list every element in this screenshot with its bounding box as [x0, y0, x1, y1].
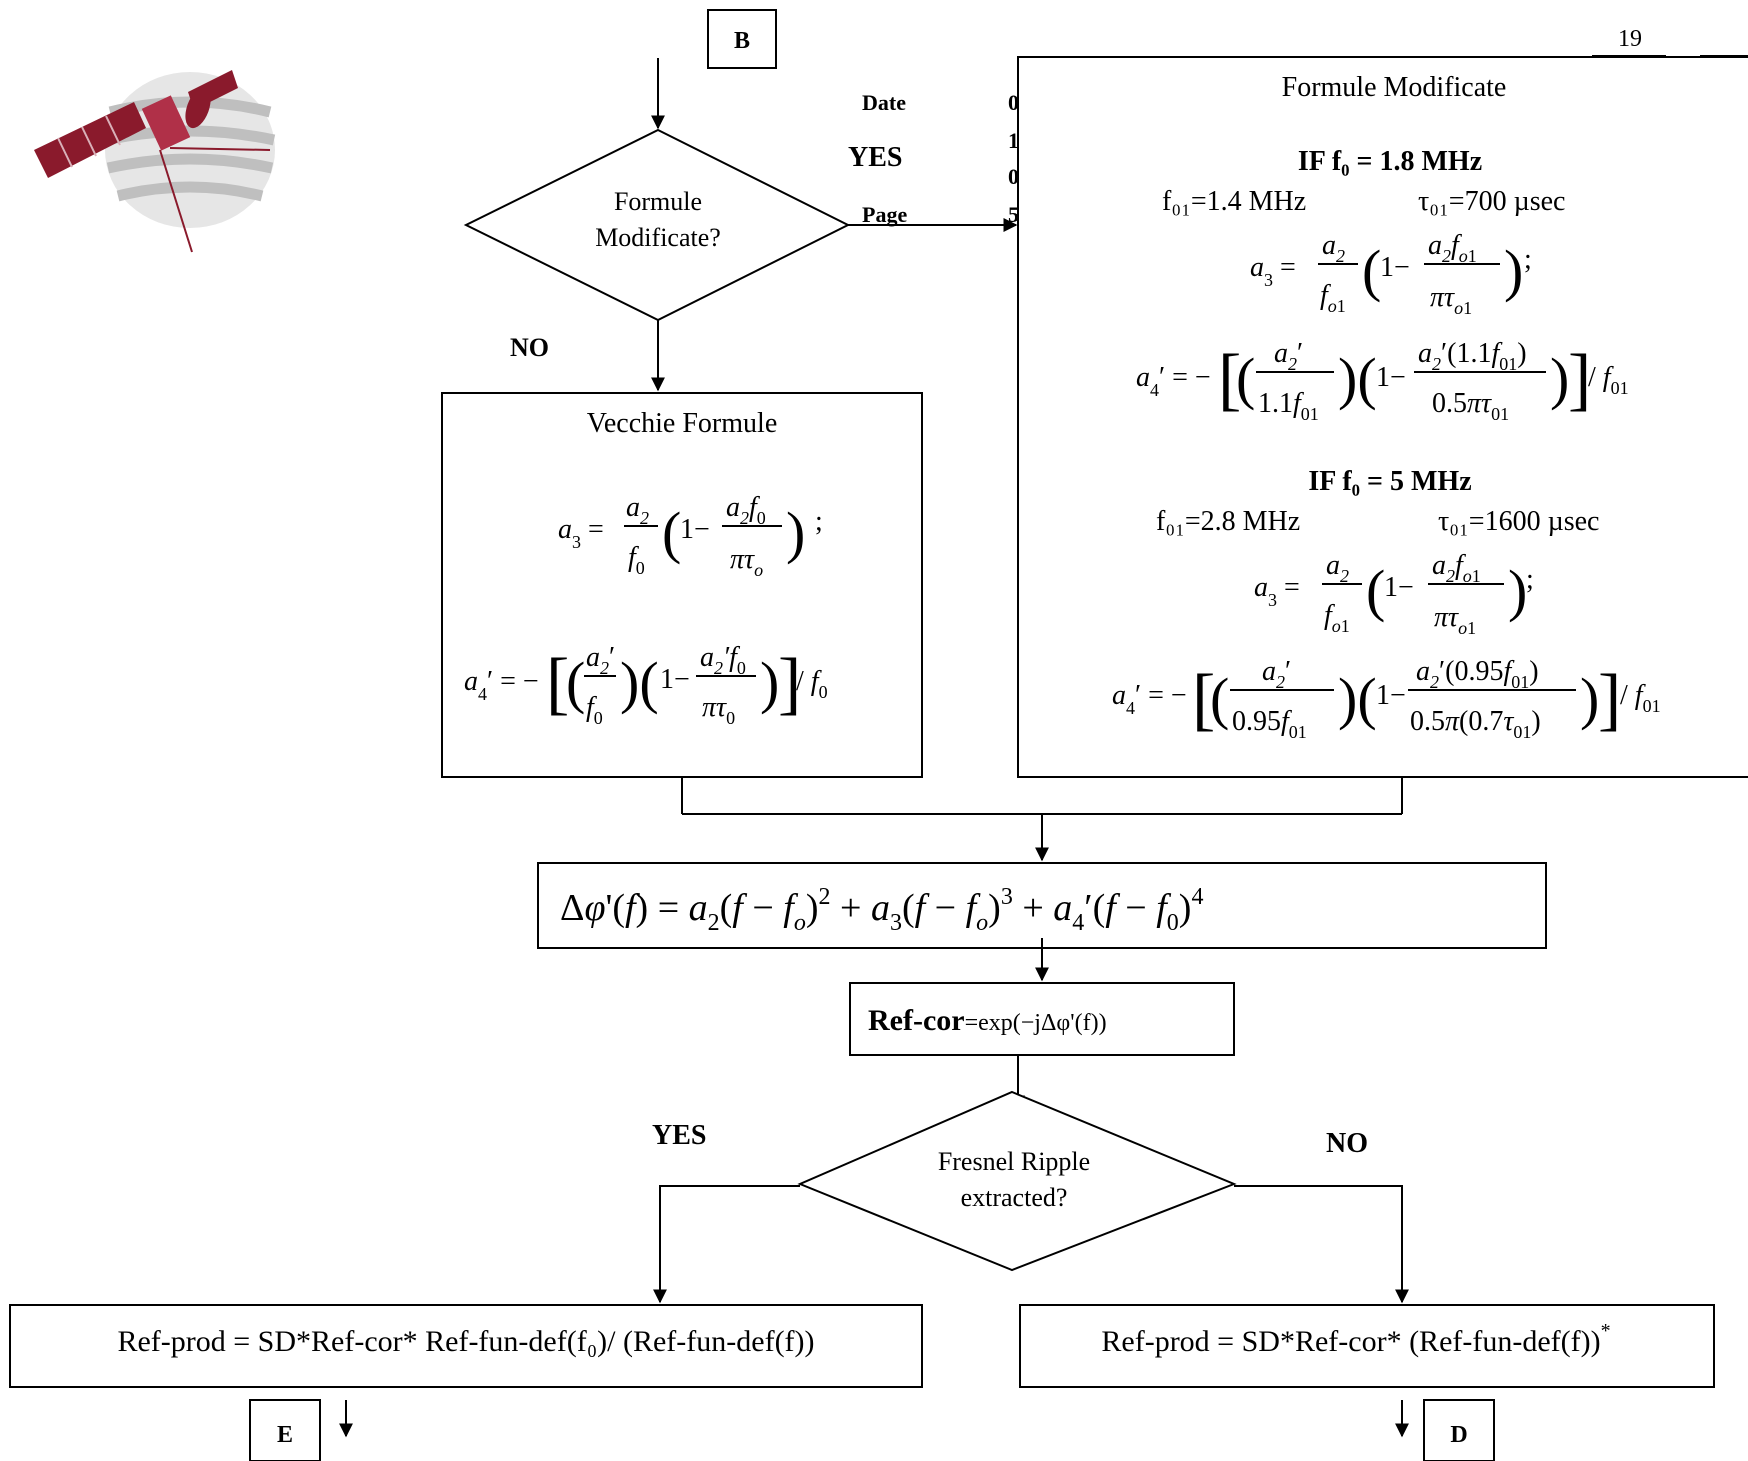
svg-text:(: (: [566, 650, 585, 715]
svg-text:]: ]: [1568, 341, 1591, 418]
ref-prod-right-box: [1019, 1304, 1715, 1388]
page-number: 19: [1618, 26, 1642, 52]
connector-e-box: [249, 1399, 321, 1461]
svg-text:a4′ = −: a4′ = −: [1136, 362, 1211, 400]
case2-f01: f₀₁=2.8 MHz: [1156, 506, 1300, 537]
phase-formula: Δφ'(f) = a2(f − fo)2 + a3(f − fo)3 + a4′…: [560, 884, 1203, 936]
svg-text:a3 =: a3 =: [1250, 252, 1296, 290]
svg-text:]: ]: [778, 645, 801, 722]
case1-formula-a4: a4′ = − [ ( a2′ 1.1f01 )( 1− a2′(1.1f01)…: [1136, 338, 1629, 424]
old-formula-a4: a4′ = − [ ( a2′ f0 )( 1− a2′f0 πτ0 ) ] /…: [464, 642, 828, 728]
connector-b-box: [707, 9, 777, 69]
svg-text:a3 =: a3 =: [558, 514, 604, 552]
svg-text:]: ]: [1598, 661, 1621, 738]
phase-formula-box: [537, 862, 1547, 949]
svg-text:1−: 1−: [1376, 680, 1406, 711]
decision2-yes-label: YES: [652, 1120, 706, 1151]
old-formulas-title: Vecchie Formule: [587, 408, 778, 439]
svg-text:;: ;: [815, 506, 823, 537]
old-formulas-box: [441, 392, 923, 778]
svg-text:1−: 1−: [1380, 252, 1410, 283]
new-formulas-title: Formule Modificate: [1282, 72, 1507, 103]
connector-d-label: D: [1450, 1422, 1467, 1448]
svg-text:): ): [786, 500, 805, 565]
case1-tau01: τ₀₁=700 µsec: [1418, 186, 1565, 217]
svg-text:a3 =: a3 =: [1254, 572, 1300, 610]
svg-text:): ): [1504, 238, 1523, 303]
ref-prod-right-superscript: *: [1601, 1320, 1611, 1342]
decision1-yes-label: YES: [848, 142, 902, 173]
ref-prod-left-box: [9, 1304, 923, 1388]
arrow-no-to-refprod-right: [1234, 1185, 1409, 1304]
connector-d-box: [1423, 1399, 1495, 1461]
decision1-line2: Modificate?: [595, 223, 721, 252]
decision2-no-label: NO: [1326, 1128, 1368, 1159]
svg-text:)(: )(: [620, 650, 659, 715]
svg-text:1−: 1−: [1376, 362, 1406, 393]
case2-tau01: τ₀₁=1600 µsec: [1438, 506, 1599, 537]
svg-text:Δφ'(f) = a2(f − fo)2 + a3(f −: Δφ'(f) = a2(f − fo)2 + a3(f − fo)3 + a4′…: [560, 884, 1203, 936]
case2-heading: IF f₀ = 5 MHz: [1308, 466, 1471, 497]
svg-text:)(: )(: [1338, 666, 1377, 731]
svg-text:a2′f0: a2′f0: [700, 642, 746, 678]
svg-text:[: [: [1218, 341, 1241, 418]
svg-text:(: (: [1366, 558, 1385, 623]
old-formula-a3: a3 = a2 f0 ( 1− a2f0 πτo ) ;: [558, 492, 823, 580]
ref-cor-expression: =exp(−jΔφ'(f)): [965, 1010, 1107, 1036]
ref-prod-left-text: Ref-prod = SD*Ref-cor* Ref-fun-def(f₀)/ …: [117, 1325, 814, 1358]
decision2-line1: Fresnel Ripple: [938, 1147, 1090, 1176]
svg-text:): ): [1508, 558, 1527, 623]
header-digit-3: 0: [1008, 164, 1019, 189]
header-page-label: Page: [862, 202, 907, 227]
svg-text:1−: 1−: [660, 664, 690, 695]
ref-prod-right-text: Ref-prod = SD*Ref-cor* (Ref-fun-def(f))*: [1101, 1320, 1610, 1358]
svg-text:[: [: [546, 645, 569, 722]
svg-text:): ): [1580, 666, 1599, 731]
ref-cor-box: [849, 982, 1235, 1056]
decision-fresnel-ripple: [797, 1090, 1237, 1272]
ref-cor-label: Ref-cor: [868, 1004, 965, 1037]
connector-b-label: B: [734, 28, 750, 54]
svg-text:(: (: [1236, 346, 1255, 411]
svg-text:1−: 1−: [680, 514, 710, 545]
svg-text:): ): [760, 650, 779, 715]
connector-e-label: E: [277, 1422, 293, 1448]
header-digit-1: 0: [1008, 90, 1019, 115]
header-digit-2: 1: [1008, 128, 1019, 153]
svg-text:a2′(1.1f01): a2′(1.1f01): [1418, 338, 1527, 374]
decision1-no-label: NO: [510, 333, 549, 362]
svg-text:(: (: [1362, 238, 1381, 303]
header-date-label: Date: [862, 90, 906, 115]
svg-text:/ f01: / f01: [1620, 680, 1661, 716]
svg-text:(: (: [1210, 666, 1229, 731]
svg-text:a4′ = −: a4′ = −: [1112, 680, 1187, 718]
svg-text:)(: )(: [1338, 346, 1377, 411]
case1-heading: IF f₀ = 1.8 MHz: [1298, 146, 1482, 177]
svg-text:;: ;: [1526, 564, 1534, 595]
svg-text:0.5π(0.7τ01): 0.5π(0.7τ01): [1410, 706, 1541, 742]
svg-text:(: (: [662, 500, 681, 565]
ref-prod-right-main: Ref-prod = SD*Ref-cor* (Ref-fun-def(f)): [1101, 1325, 1600, 1358]
svg-text:1−: 1−: [1384, 572, 1414, 603]
satellite-logo: [34, 70, 276, 253]
svg-text:): ): [1550, 346, 1569, 411]
arrow-yes-to-refprod-left: [653, 1185, 800, 1304]
svg-text:[: [: [1192, 661, 1215, 738]
new-formulas-box: [1017, 56, 1748, 778]
ref-cor-text: Ref-cor=exp(−jΔφ'(f)): [868, 1004, 1107, 1037]
header-digit-4: 5: [1008, 202, 1019, 227]
decision1-line1: Formule: [614, 187, 702, 216]
svg-text:a4′ = −: a4′ = −: [464, 666, 539, 704]
decision2-line2: extracted?: [961, 1183, 1068, 1212]
case2-formula-a4: a4′ = − [ ( a2′ 0.95f01 )( 1− a2′(0.95f0…: [1112, 656, 1661, 742]
svg-text:;: ;: [1524, 244, 1532, 275]
case1-f01: f₀₁=1.4 MHz: [1162, 186, 1306, 217]
